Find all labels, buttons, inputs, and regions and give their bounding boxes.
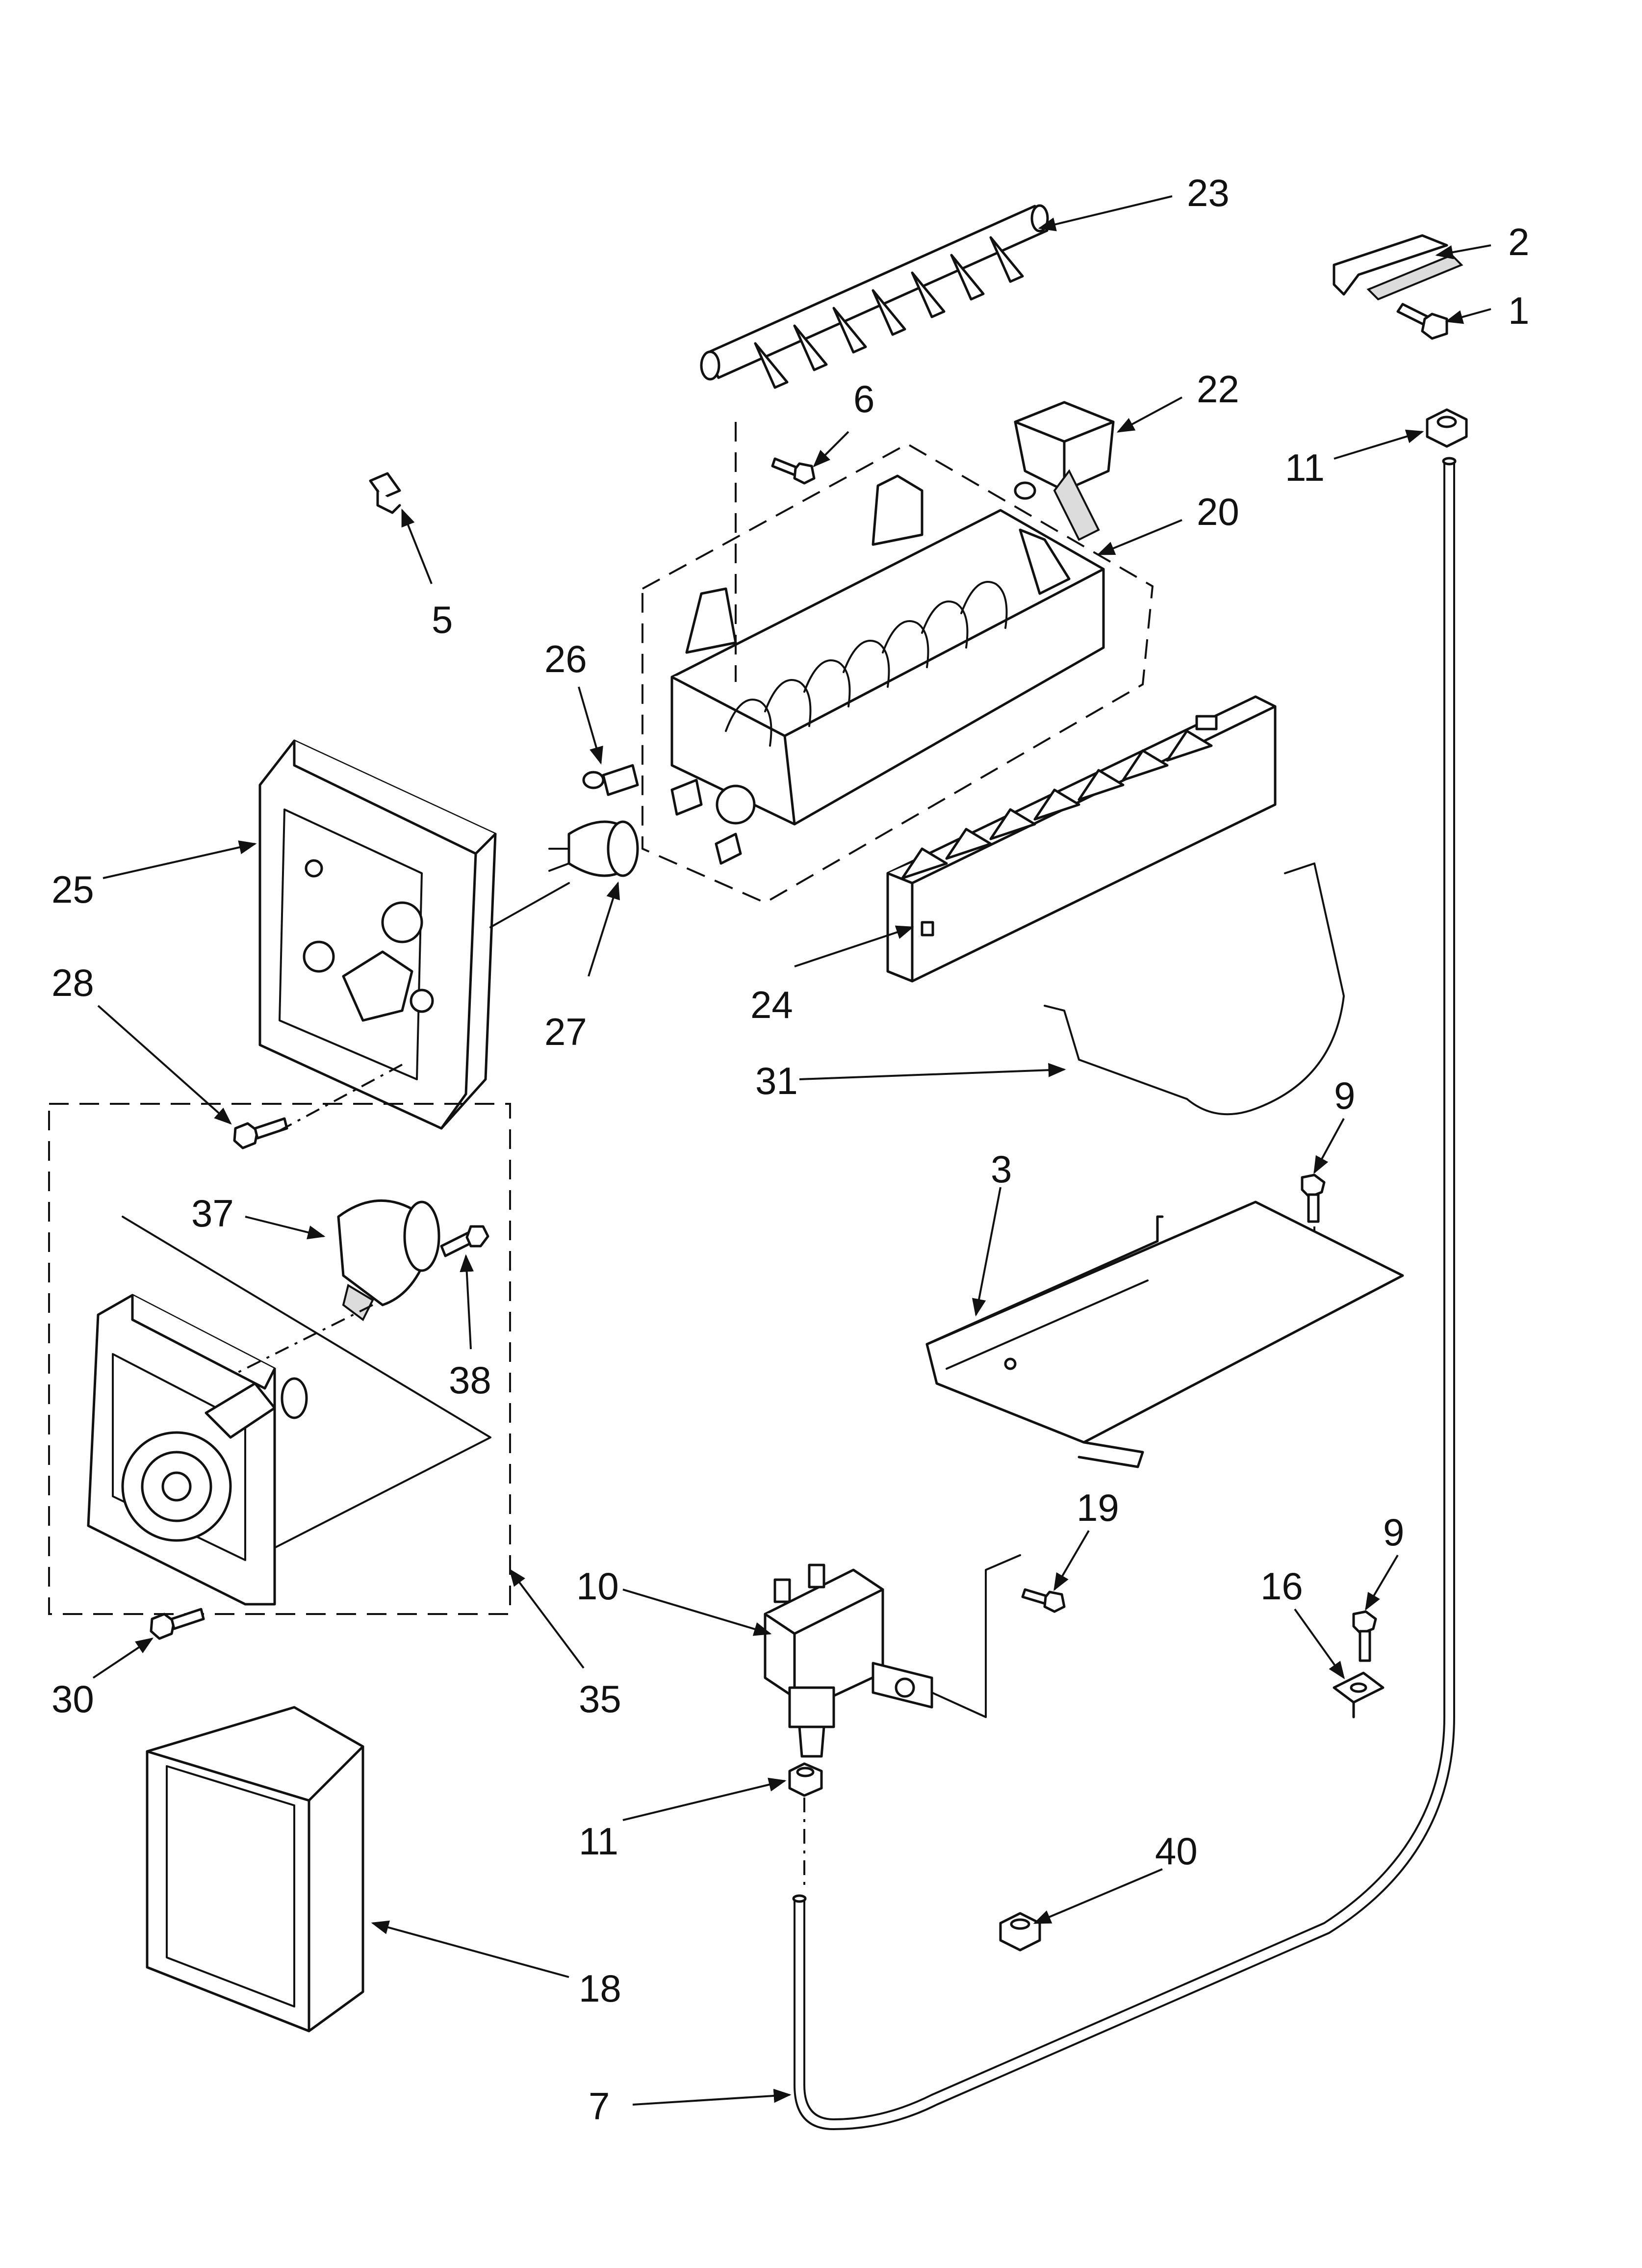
mold-assembly-part-20	[641, 443, 1154, 904]
motor-assembly-part-35	[48, 1103, 511, 1615]
water-tube-part-7	[792, 457, 1457, 2130]
fill-cup-part-22	[1014, 401, 1115, 541]
ejector-part-23	[700, 204, 1049, 389]
callout-35: 35	[579, 1677, 621, 1721]
callout-5: 5	[432, 598, 453, 641]
screw-part-38	[440, 1225, 489, 1257]
callout-1: 1	[1508, 289, 1529, 332]
motor-part-37	[337, 1199, 440, 1322]
callout-19: 19	[1077, 1486, 1119, 1529]
callout-10: 10	[576, 1564, 619, 1608]
bracket-part-2	[1333, 234, 1463, 301]
nut-part-40	[999, 1912, 1041, 1952]
alignment-line-motor	[235, 1304, 373, 1375]
nut-part-11-lower	[788, 1762, 823, 1797]
screw-part-28	[233, 1117, 288, 1149]
callout-28: 28	[51, 961, 94, 1004]
nut-part-11-top	[1426, 408, 1468, 448]
screw-part-6	[771, 457, 816, 485]
drive-shaft-line	[489, 882, 570, 928]
callout-11-top: 11	[1285, 446, 1325, 489]
callout-9-upper: 9	[1334, 1074, 1355, 1117]
callout-30: 30	[51, 1677, 94, 1721]
bracket-part-3	[925, 1200, 1404, 1468]
leader-lines	[92, 195, 1491, 2106]
alignment-line-housing	[274, 1064, 403, 1134]
callout-6: 6	[853, 377, 874, 420]
housing-part-25	[258, 739, 497, 1130]
screw-part-30	[150, 1608, 205, 1640]
callout-20: 20	[1197, 490, 1239, 533]
screw-part-9-upper	[1301, 1173, 1326, 1223]
cover-part-18	[146, 1706, 364, 2033]
thermostat-part-27	[548, 820, 639, 877]
callout-25: 25	[51, 868, 94, 911]
screw-part-1	[1396, 303, 1448, 340]
callout-18: 18	[579, 1967, 621, 2010]
screw-part-19	[1021, 1588, 1066, 1613]
callout-23: 23	[1187, 171, 1230, 214]
shutoff-arm-part-31	[1044, 862, 1345, 1116]
callout-3: 3	[991, 1147, 1012, 1191]
bushing-part-26	[582, 764, 639, 796]
callout-24: 24	[750, 983, 793, 1026]
callout-7: 7	[589, 2085, 610, 2128]
callout-2: 2	[1508, 220, 1529, 263]
screw-part-9-lower	[1352, 1610, 1377, 1662]
clip-part-16	[1333, 1671, 1385, 1719]
stripper-part-24	[886, 695, 1277, 983]
callout-16: 16	[1260, 1564, 1303, 1608]
callout-labels: 23 2 1 6 22 11 20 5 26 25 28 27 24 31 9 …	[51, 171, 1529, 2128]
clip-part-5	[369, 472, 401, 514]
callout-27: 27	[544, 1010, 587, 1053]
callout-37: 37	[191, 1192, 234, 1235]
callout-38: 38	[449, 1358, 491, 1402]
callout-22: 22	[1197, 367, 1239, 411]
callout-11-lower: 11	[579, 1820, 618, 1863]
callout-9-lower: 9	[1383, 1511, 1404, 1554]
callout-31: 31	[755, 1059, 798, 1102]
callout-26: 26	[544, 637, 587, 680]
water-valve-part-10	[764, 1554, 1021, 1758]
callout-40: 40	[1155, 1829, 1198, 1873]
